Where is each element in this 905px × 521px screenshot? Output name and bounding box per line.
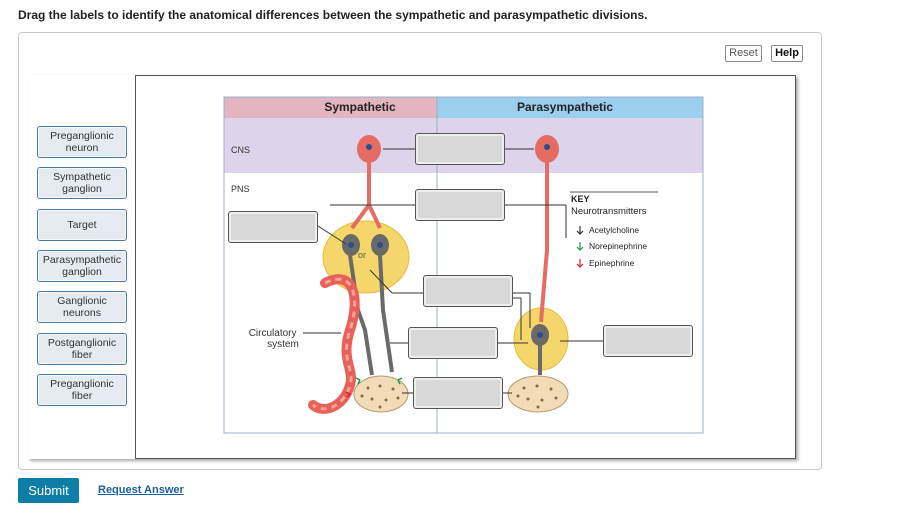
help-button[interactable]: Help	[771, 45, 803, 62]
label-parasympathetic-ganglion[interactable]: Parasympathetic ganglion	[37, 250, 127, 282]
label-preganglionic-fiber[interactable]: Preganglionic fiber	[37, 374, 127, 406]
label-text: Preganglionic neuron	[50, 130, 114, 154]
label-text: Ganglionic neurons	[57, 295, 107, 319]
label-text: Postganglionic fiber	[47, 337, 117, 361]
drop-zone-1[interactable]	[415, 133, 505, 165]
label-ganglionic-neurons[interactable]: Ganglionic neurons	[37, 291, 127, 323]
request-answer-link[interactable]: Request Answer	[98, 484, 184, 496]
drop-zone-5[interactable]	[408, 327, 498, 359]
drop-zone-3[interactable]	[228, 211, 318, 243]
label-postganglionic-fiber[interactable]: Postganglionic fiber	[37, 333, 127, 365]
label-target[interactable]: Target	[37, 209, 127, 241]
label-preganglionic-neuron[interactable]: Preganglionic neuron	[37, 126, 127, 158]
label-text: Target	[67, 219, 97, 231]
label-text: Parasympathetic ganglion	[42, 254, 122, 278]
drop-zone-7[interactable]	[413, 377, 503, 409]
drop-zone-4[interactable]	[423, 275, 513, 307]
label-text: Preganglionic fiber	[50, 378, 114, 402]
question-prompt: Drag the labels to identify the anatomic…	[18, 8, 648, 22]
label-sympathetic-ganglion[interactable]: Sympathetic ganglion	[37, 167, 127, 199]
label-text: Sympathetic ganglion	[53, 171, 111, 195]
submit-button[interactable]: Submit	[18, 478, 79, 503]
drop-zone-2[interactable]	[415, 189, 505, 221]
reset-button[interactable]: Reset	[725, 45, 762, 62]
drop-zone-6[interactable]	[603, 325, 693, 357]
drag-drop-workspace	[28, 75, 796, 459]
